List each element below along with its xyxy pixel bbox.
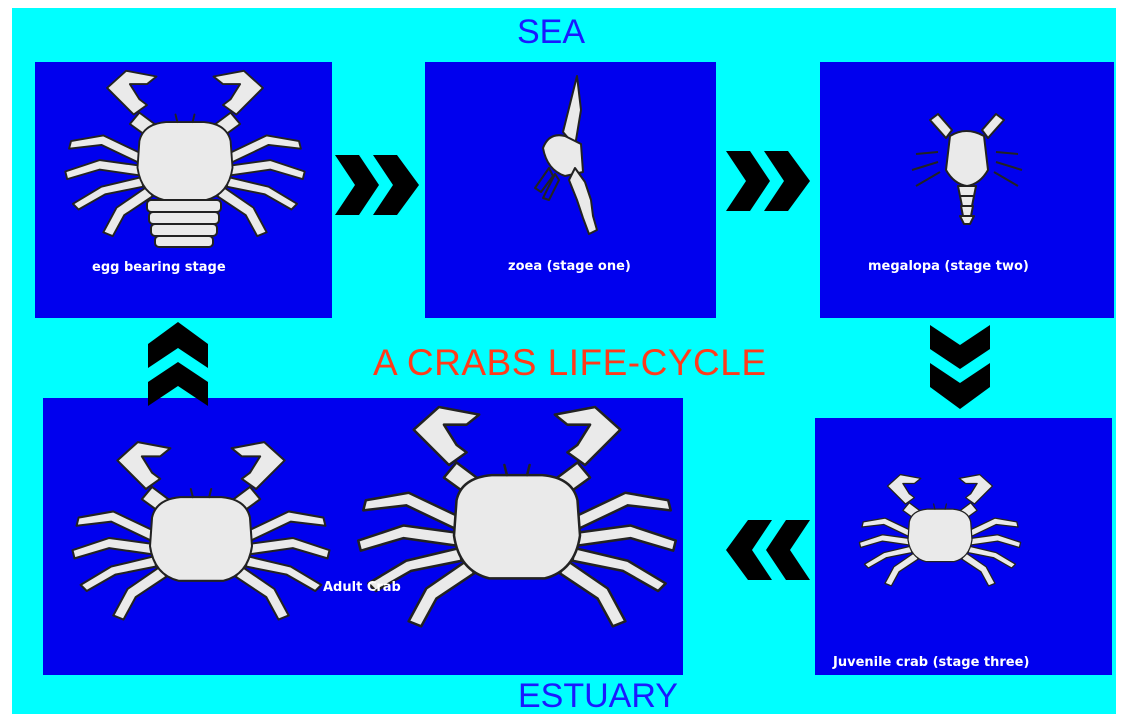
estuary-label: ESTUARY (518, 679, 678, 713)
egg-bearing-crab-illustration (35, 62, 332, 318)
stage-panel-megalopa: megalopa (stage two) (820, 62, 1114, 318)
sea-label: SEA (517, 15, 585, 49)
megalopa-larva-illustration (820, 62, 1114, 318)
arrow-juvenile-to-adult (722, 520, 810, 580)
zoea-larva-illustration (425, 62, 716, 318)
arrow-zoea-to-megalopa (726, 151, 814, 211)
stage-caption-adult: Adult Crab (323, 580, 401, 596)
stage-caption-megalopa: megalopa (stage two) (868, 259, 1029, 275)
stage-caption-egg: egg bearing stage (92, 260, 226, 276)
stage-panel-zoea: zoea (stage one) (425, 62, 716, 318)
arrow-adult-to-egg (148, 318, 208, 408)
stage-caption-zoea: zoea (stage one) (508, 259, 631, 275)
stage-caption-juvenile: Juvenile crab (stage three) (833, 655, 1029, 671)
stage-panel-juvenile: Juvenile crab (stage three) (815, 418, 1112, 675)
stage-panel-egg: egg bearing stage (35, 62, 332, 318)
arrow-egg-to-zoea (335, 155, 423, 215)
stage-panel-adult: Adult Crab (43, 398, 683, 675)
adult-crabs-illustration (43, 398, 683, 675)
diagram-title: A CRABS LIFE-CYCLE (373, 343, 767, 383)
juvenile-crab-illustration (815, 418, 1112, 675)
arrow-megalopa-to-juvenile (930, 325, 990, 415)
